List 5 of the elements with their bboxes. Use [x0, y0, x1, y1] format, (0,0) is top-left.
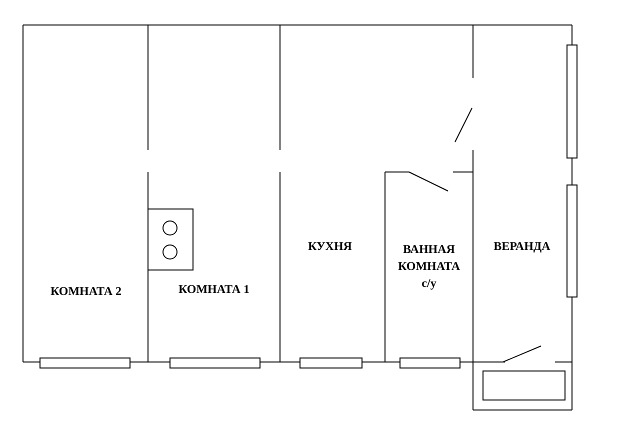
- room-label: ВЕРАНДА: [492, 238, 552, 255]
- room-label: КОМНАТА 1: [177, 281, 251, 298]
- room-label: КОМНАТА 2: [49, 283, 123, 300]
- room-label: КУХНЯ: [307, 238, 353, 255]
- room-label: ВАННАЯ КОМНАТА с/у: [396, 241, 462, 292]
